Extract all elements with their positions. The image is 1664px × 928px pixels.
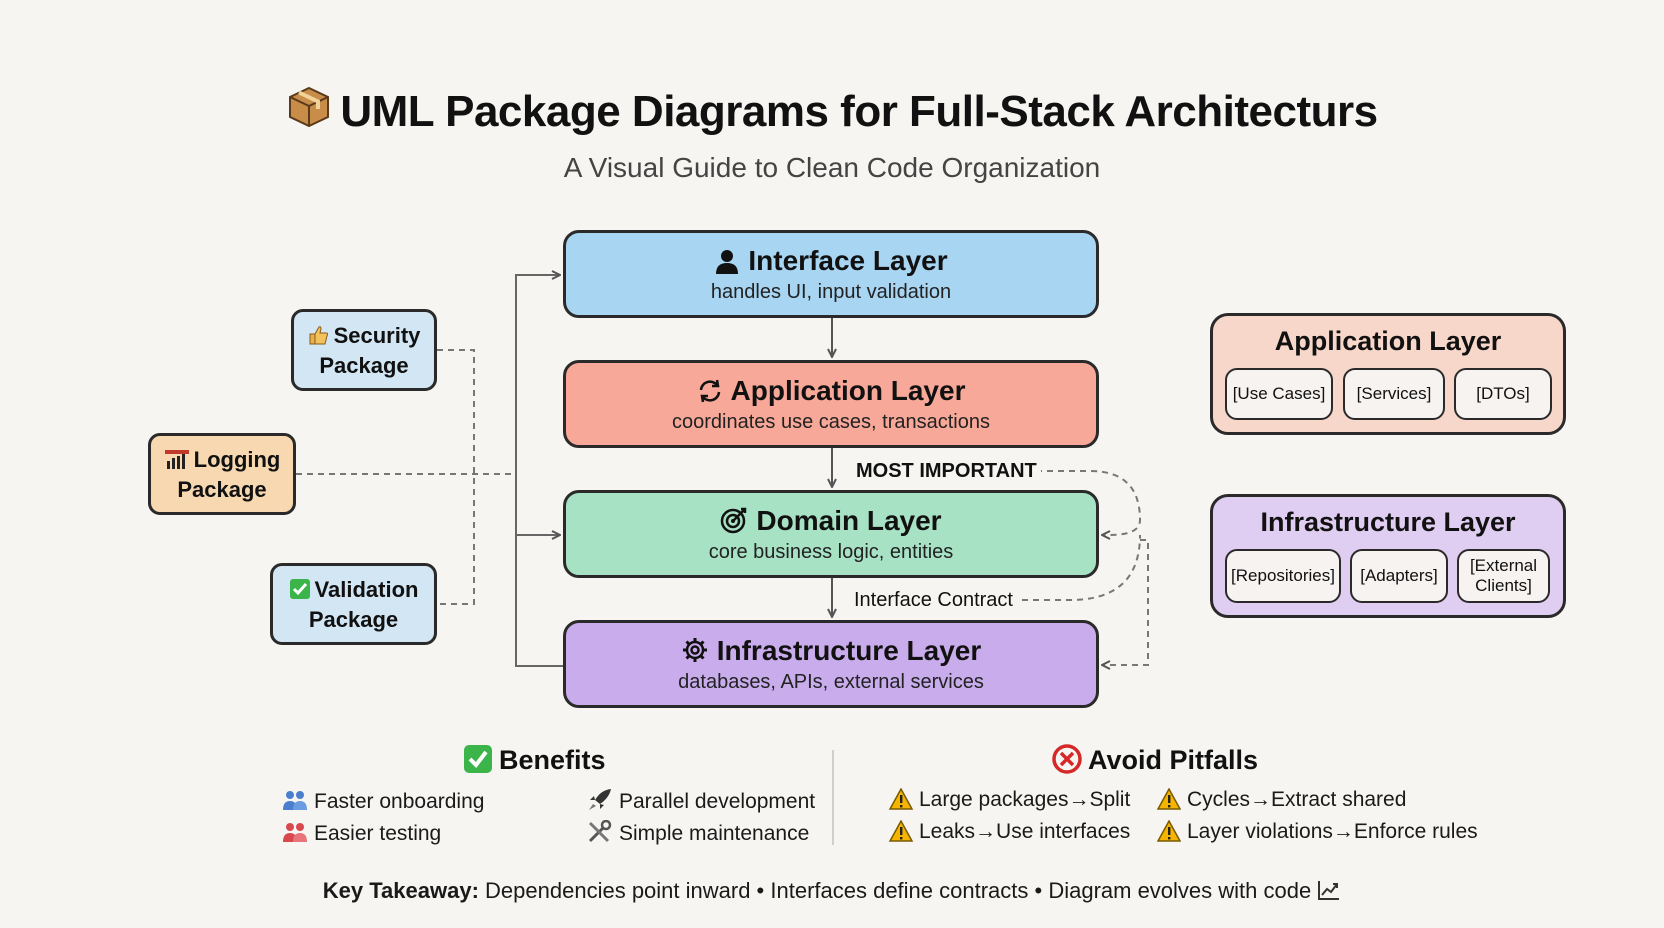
application-layer-desc: coordinates use cases, transactions bbox=[672, 411, 990, 433]
pitfall-text: Leaks→Use interfaces bbox=[919, 820, 1131, 843]
application-panel-title: Application Layer bbox=[1274, 326, 1502, 356]
page-title: UML Package Diagrams for Full-Stack Arch… bbox=[0, 84, 1664, 141]
interface-contract-label: Interface Contract bbox=[850, 589, 1017, 612]
people-icon bbox=[283, 823, 307, 842]
benefits-title: Benefits bbox=[499, 745, 606, 775]
chip-external-line2: Clients] bbox=[1475, 576, 1532, 595]
most-important-label: MOST IMPORTANT bbox=[852, 460, 1041, 483]
security-package: Security Package bbox=[291, 309, 437, 391]
chip-external-line1: [External bbox=[1469, 556, 1538, 575]
pitfall-text: Cycles→Extract shared bbox=[1187, 788, 1407, 811]
page-subtitle: A Visual Guide to Clean Code Organizatio… bbox=[563, 152, 1101, 183]
chip-adapters: [Adapters] bbox=[1350, 549, 1448, 603]
pitfall-item: Large packages→Split bbox=[888, 787, 1131, 812]
security-package-line2: Package bbox=[319, 353, 409, 378]
interface-layer-box: Interface Layer handles UI, input valida… bbox=[563, 230, 1099, 318]
security-package-line1: Security bbox=[333, 323, 421, 348]
pitfalls-heading: Avoid Pitfalls bbox=[1052, 744, 1258, 776]
warning-icon bbox=[888, 787, 914, 810]
thumbs-up-icon bbox=[308, 324, 330, 352]
dash-security bbox=[437, 349, 475, 605]
chip-services: [Services] bbox=[1343, 368, 1445, 420]
domain-layer-title: Domain Layer bbox=[756, 505, 942, 536]
validation-package-line2: Package bbox=[308, 607, 399, 632]
people-icon bbox=[283, 791, 307, 810]
pitfall-item: Cycles→Extract shared bbox=[1156, 787, 1407, 812]
infrastructure-layer-panel: Infrastructure Layer [Repositories] [Ada… bbox=[1210, 494, 1566, 618]
pitfall-text: Layer violations→Enforce rules bbox=[1187, 820, 1478, 843]
chip-dtos: [DTOs] bbox=[1454, 368, 1552, 420]
takeaway-label: Key Takeaway: bbox=[322, 878, 479, 903]
validation-package-line1: Validation bbox=[314, 577, 419, 602]
benefit-item: Faster onboarding bbox=[282, 788, 484, 814]
dash-interface-contract bbox=[1022, 534, 1141, 601]
application-layer-box: Application Layer coordinates use cases,… bbox=[563, 360, 1099, 448]
benefit-text: Faster onboarding bbox=[314, 790, 485, 813]
domain-layer-box: Domain Layer core business logic, entiti… bbox=[563, 490, 1099, 578]
arrow-left-return bbox=[515, 275, 563, 667]
key-takeaway: Key Takeaway: Dependencies point inward … bbox=[0, 878, 1664, 904]
title-text: UML Package Diagrams for Full-Stack Arch… bbox=[340, 87, 1378, 136]
package-box-icon bbox=[286, 84, 332, 141]
pitfall-text: Large packages→Split bbox=[919, 788, 1131, 811]
chip-repositories: [Repositories] bbox=[1225, 549, 1341, 603]
benefit-text: Easier testing bbox=[314, 822, 442, 845]
benefit-item: Easier testing bbox=[282, 820, 441, 846]
check-box-icon bbox=[464, 745, 492, 773]
logging-package-line2: Package bbox=[177, 477, 267, 502]
validation-package: Validation Package bbox=[270, 563, 437, 645]
infrastructure-panel-title: Infrastructure Layer bbox=[1260, 507, 1516, 537]
infrastructure-layer-box: Infrastructure Layer databases, APIs, ex… bbox=[563, 620, 1099, 708]
bar-chart-icon bbox=[164, 448, 190, 476]
gear-icon bbox=[682, 638, 707, 662]
pitfall-item: Layer violations→Enforce rules bbox=[1156, 819, 1478, 844]
logging-package-line1: Logging bbox=[193, 447, 281, 472]
section-divider bbox=[832, 750, 834, 845]
benefits-heading: Benefits bbox=[463, 744, 606, 776]
dash-most-important bbox=[1036, 470, 1142, 535]
benefit-item: Parallel development bbox=[587, 788, 815, 814]
chip-external-clients: [External Clients] bbox=[1457, 549, 1550, 603]
interface-layer-title: Interface Layer bbox=[748, 245, 948, 276]
target-icon bbox=[721, 507, 747, 534]
check-box-icon bbox=[289, 578, 311, 606]
benefit-text: Parallel development bbox=[619, 790, 816, 813]
chip-use-cases: [Use Cases] bbox=[1225, 368, 1333, 420]
user-icon bbox=[716, 250, 739, 274]
infrastructure-layer-desc: databases, APIs, external services bbox=[678, 671, 984, 693]
domain-layer-desc: core business logic, entities bbox=[708, 541, 954, 563]
sync-icon bbox=[699, 379, 720, 403]
application-layer-title: Application Layer bbox=[730, 375, 966, 406]
benefit-text: Simple maintenance bbox=[619, 822, 810, 845]
trend-chart-icon bbox=[1318, 881, 1340, 900]
warning-icon bbox=[888, 819, 914, 842]
tools-icon bbox=[588, 819, 612, 843]
pitfalls-title: Avoid Pitfalls bbox=[1088, 745, 1259, 775]
rocket-icon bbox=[589, 789, 611, 810]
logging-package: Logging Package bbox=[148, 433, 296, 515]
warning-icon bbox=[1156, 819, 1182, 842]
infrastructure-layer-title: Infrastructure Layer bbox=[716, 635, 982, 666]
benefit-item: Simple maintenance bbox=[587, 819, 810, 846]
pitfall-item: Leaks→Use interfaces bbox=[888, 819, 1131, 844]
interface-layer-desc: handles UI, input validation bbox=[710, 281, 952, 303]
application-layer-panel: Application Layer [Use Cases] [Services]… bbox=[1210, 313, 1566, 435]
warning-icon bbox=[1156, 787, 1182, 810]
no-entry-icon bbox=[1052, 744, 1082, 774]
dash-right-infra bbox=[1103, 539, 1149, 665]
takeaway-text: Dependencies point inward • Interfaces d… bbox=[485, 878, 1312, 903]
